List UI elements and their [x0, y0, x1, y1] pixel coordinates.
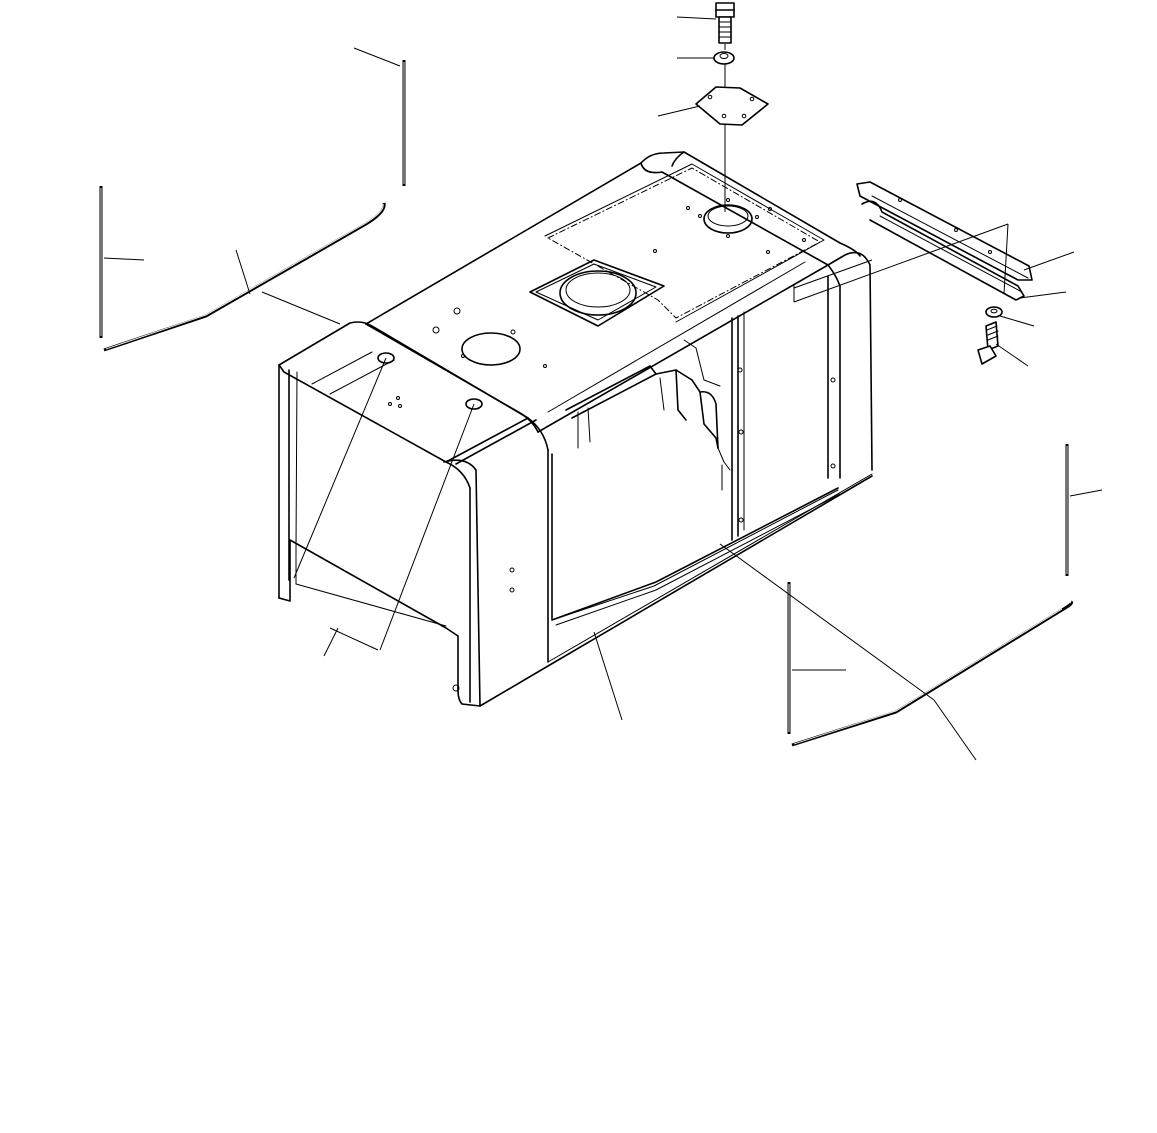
leader-bolt [676, 16, 717, 20]
cab-frame [278, 151, 873, 707]
leader-seal-left-vertical [353, 47, 401, 67]
leader-seal-left-front [103, 257, 145, 261]
leader-right-frame [793, 259, 873, 289]
seal-right-bottom [791, 600, 1074, 747]
bolt [715, 2, 735, 44]
washer [713, 51, 735, 65]
leader-screw-front-1 [293, 357, 387, 579]
leader-front-panel [329, 627, 379, 651]
leader-bracket [1023, 251, 1075, 271]
leader-screw-front-2 [379, 403, 475, 651]
leader-seal-right-bottom [933, 699, 977, 761]
washer-right [985, 306, 1003, 318]
leader-frame [593, 631, 623, 721]
leader-bracket-strip [1019, 291, 1067, 299]
leader-washer-right [999, 315, 1035, 327]
leader-seal-left-bottom [235, 249, 251, 295]
leader-bolt-right [995, 343, 1029, 367]
bracket [856, 181, 1033, 301]
leader-seal-to-frame-right [719, 543, 935, 701]
leader-screw-left [323, 627, 339, 657]
leader-plate [657, 105, 701, 117]
leader-seal-right-vertical [1069, 489, 1103, 497]
leader-bracket-to-frame [793, 223, 1009, 303]
bracket-strip [879, 215, 1023, 293]
leader-to-frame-left [261, 291, 341, 325]
cover-plate [695, 86, 769, 126]
bolt-right [977, 321, 999, 365]
